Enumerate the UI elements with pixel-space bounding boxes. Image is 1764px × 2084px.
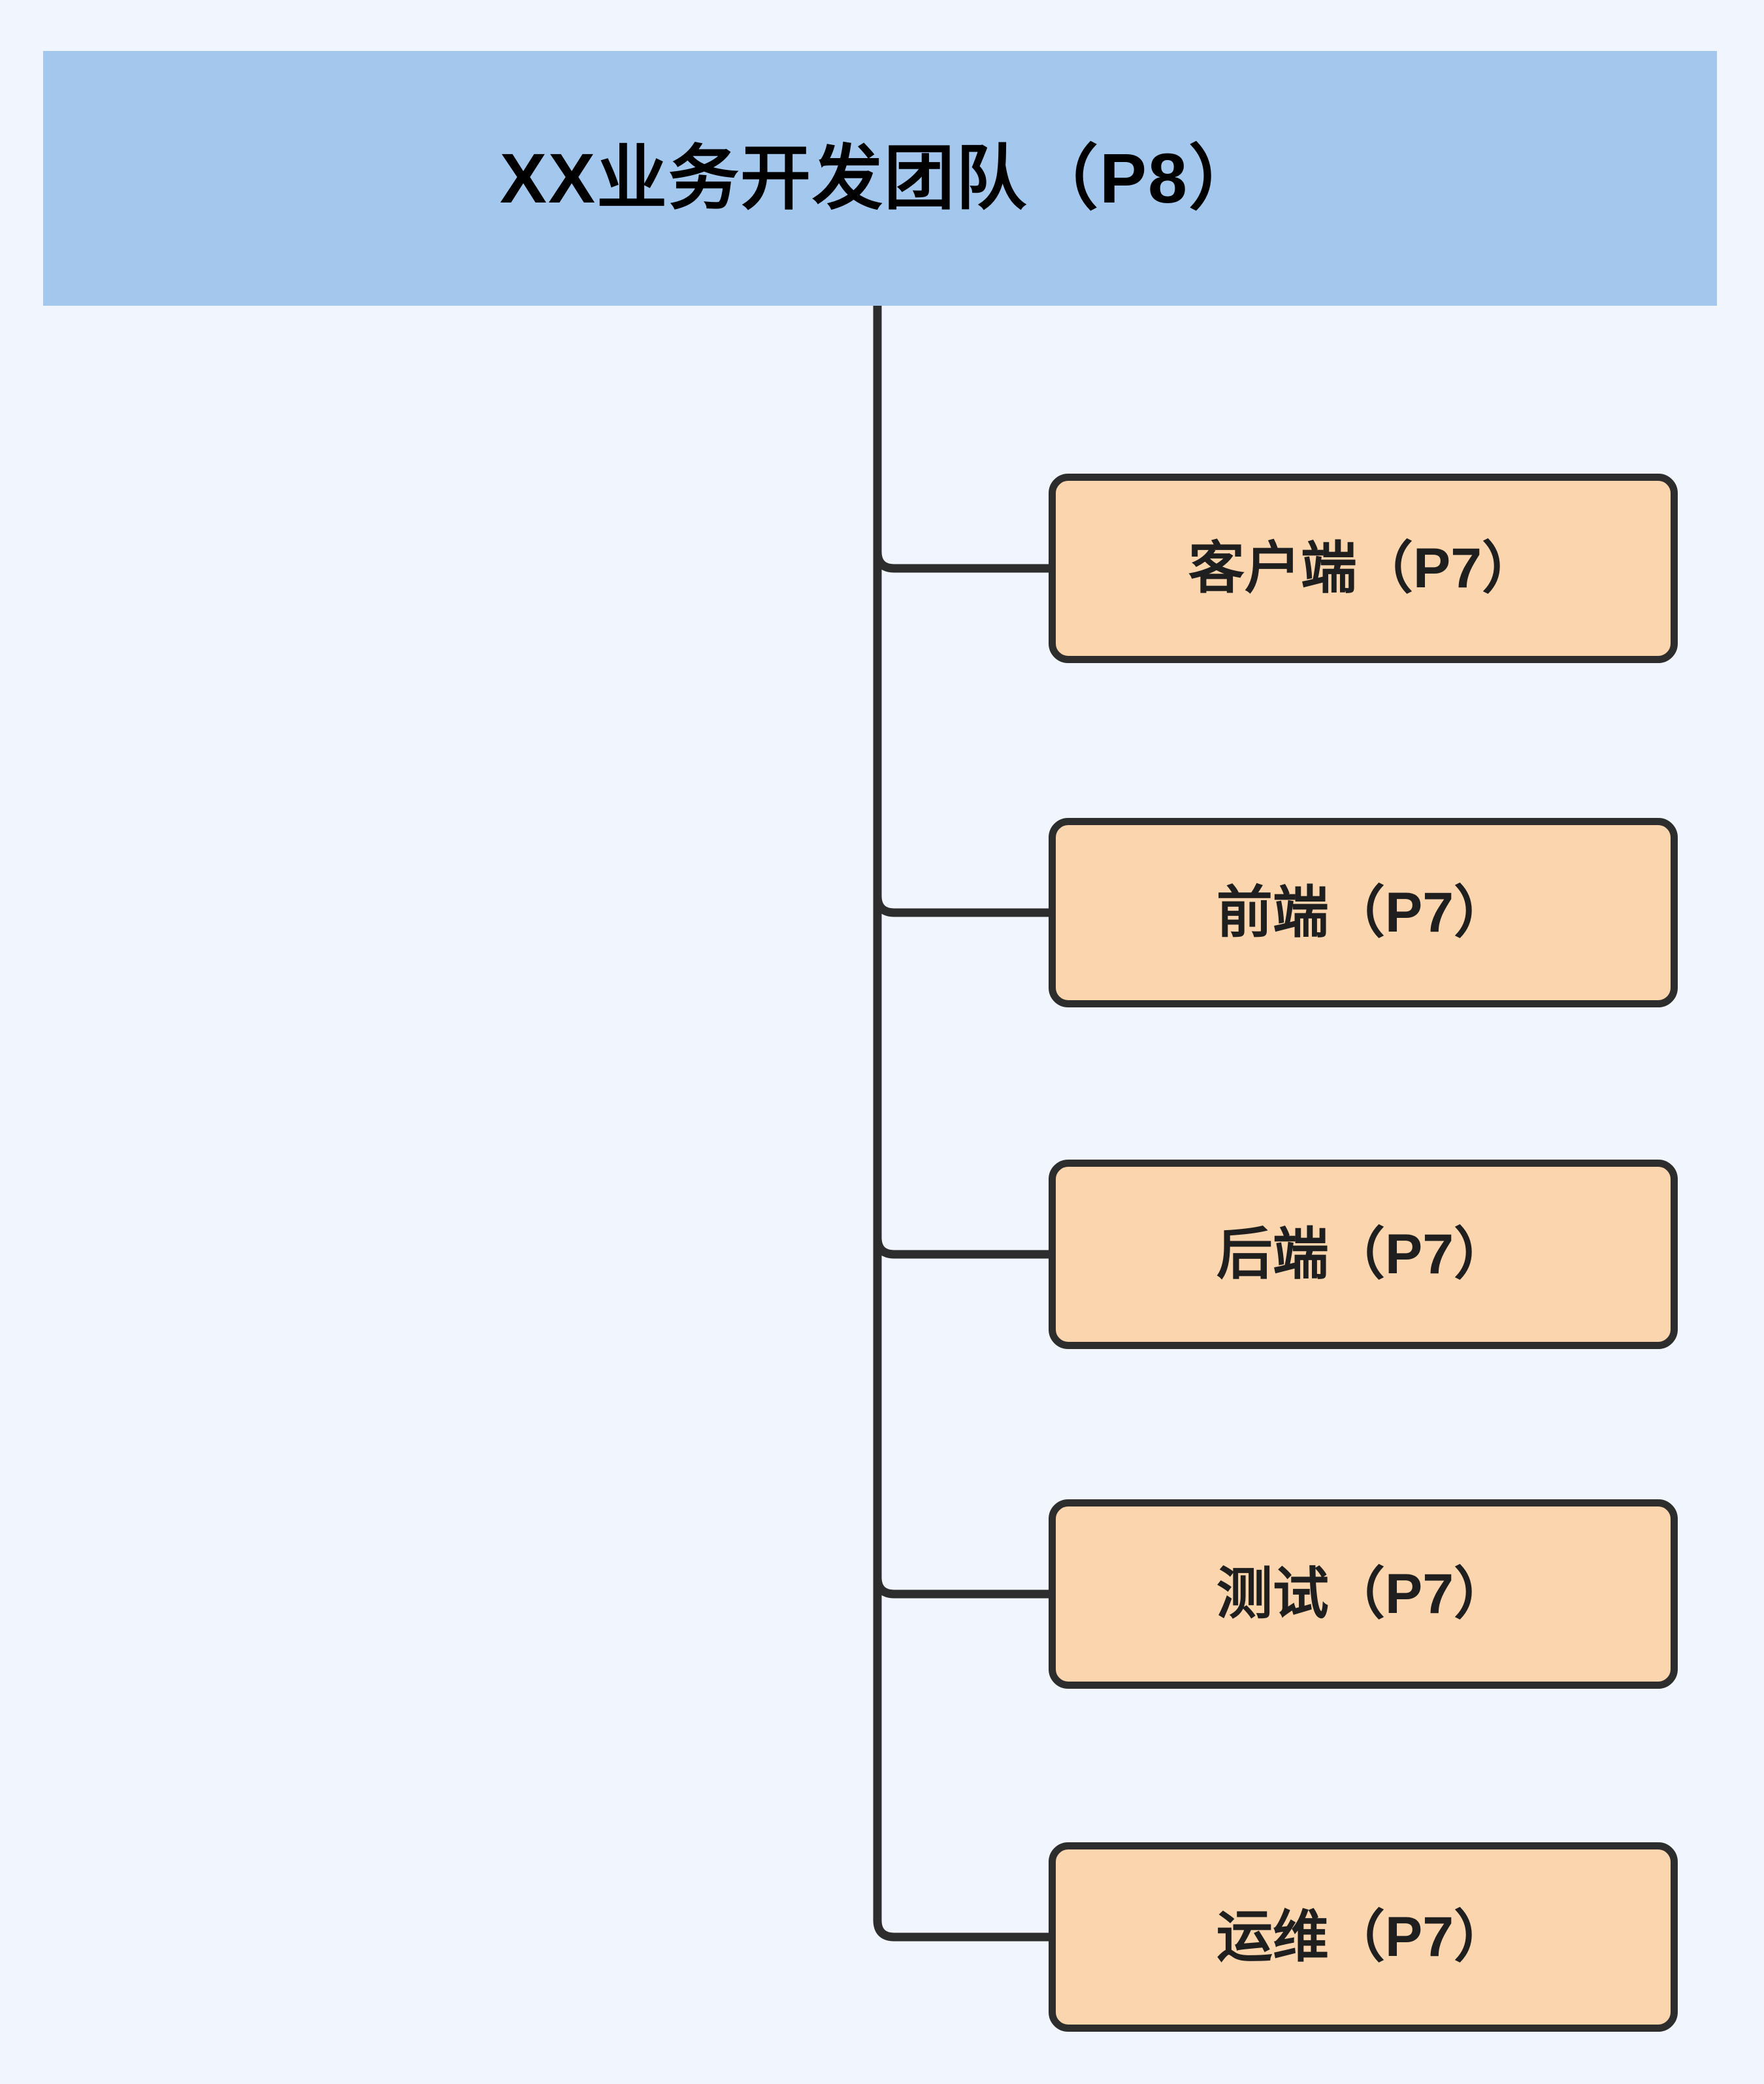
- child-node-frontend[interactable]: 前端（P7）: [1049, 818, 1678, 1007]
- child-node-label: 测试（P7）: [1216, 1563, 1511, 1625]
- child-node-client[interactable]: 客户端（P7）: [1049, 474, 1678, 663]
- child-node-backend[interactable]: 后端（P7）: [1049, 1160, 1678, 1349]
- child-node-devops[interactable]: 运维（P7）: [1049, 1842, 1678, 2032]
- branch-line-1: [873, 551, 1049, 573]
- child-node-testing[interactable]: 测试（P7）: [1049, 1499, 1678, 1689]
- child-node-label: 后端（P7）: [1216, 1223, 1511, 1286]
- child-node-label: 客户端（P7）: [1188, 537, 1539, 600]
- root-node-xx-business-dev-team[interactable]: XX业务开发团队（P8）: [43, 51, 1717, 306]
- child-node-label: 前端（P7）: [1216, 881, 1511, 944]
- branch-line-4: [873, 1576, 1049, 1599]
- root-node-label: XX业务开发团队（P8）: [499, 138, 1261, 218]
- child-node-label: 运维（P7）: [1216, 1906, 1511, 1968]
- branch-line-5: [873, 1919, 1049, 1942]
- branch-line-2: [873, 895, 1049, 917]
- branch-line-3: [873, 1237, 1049, 1259]
